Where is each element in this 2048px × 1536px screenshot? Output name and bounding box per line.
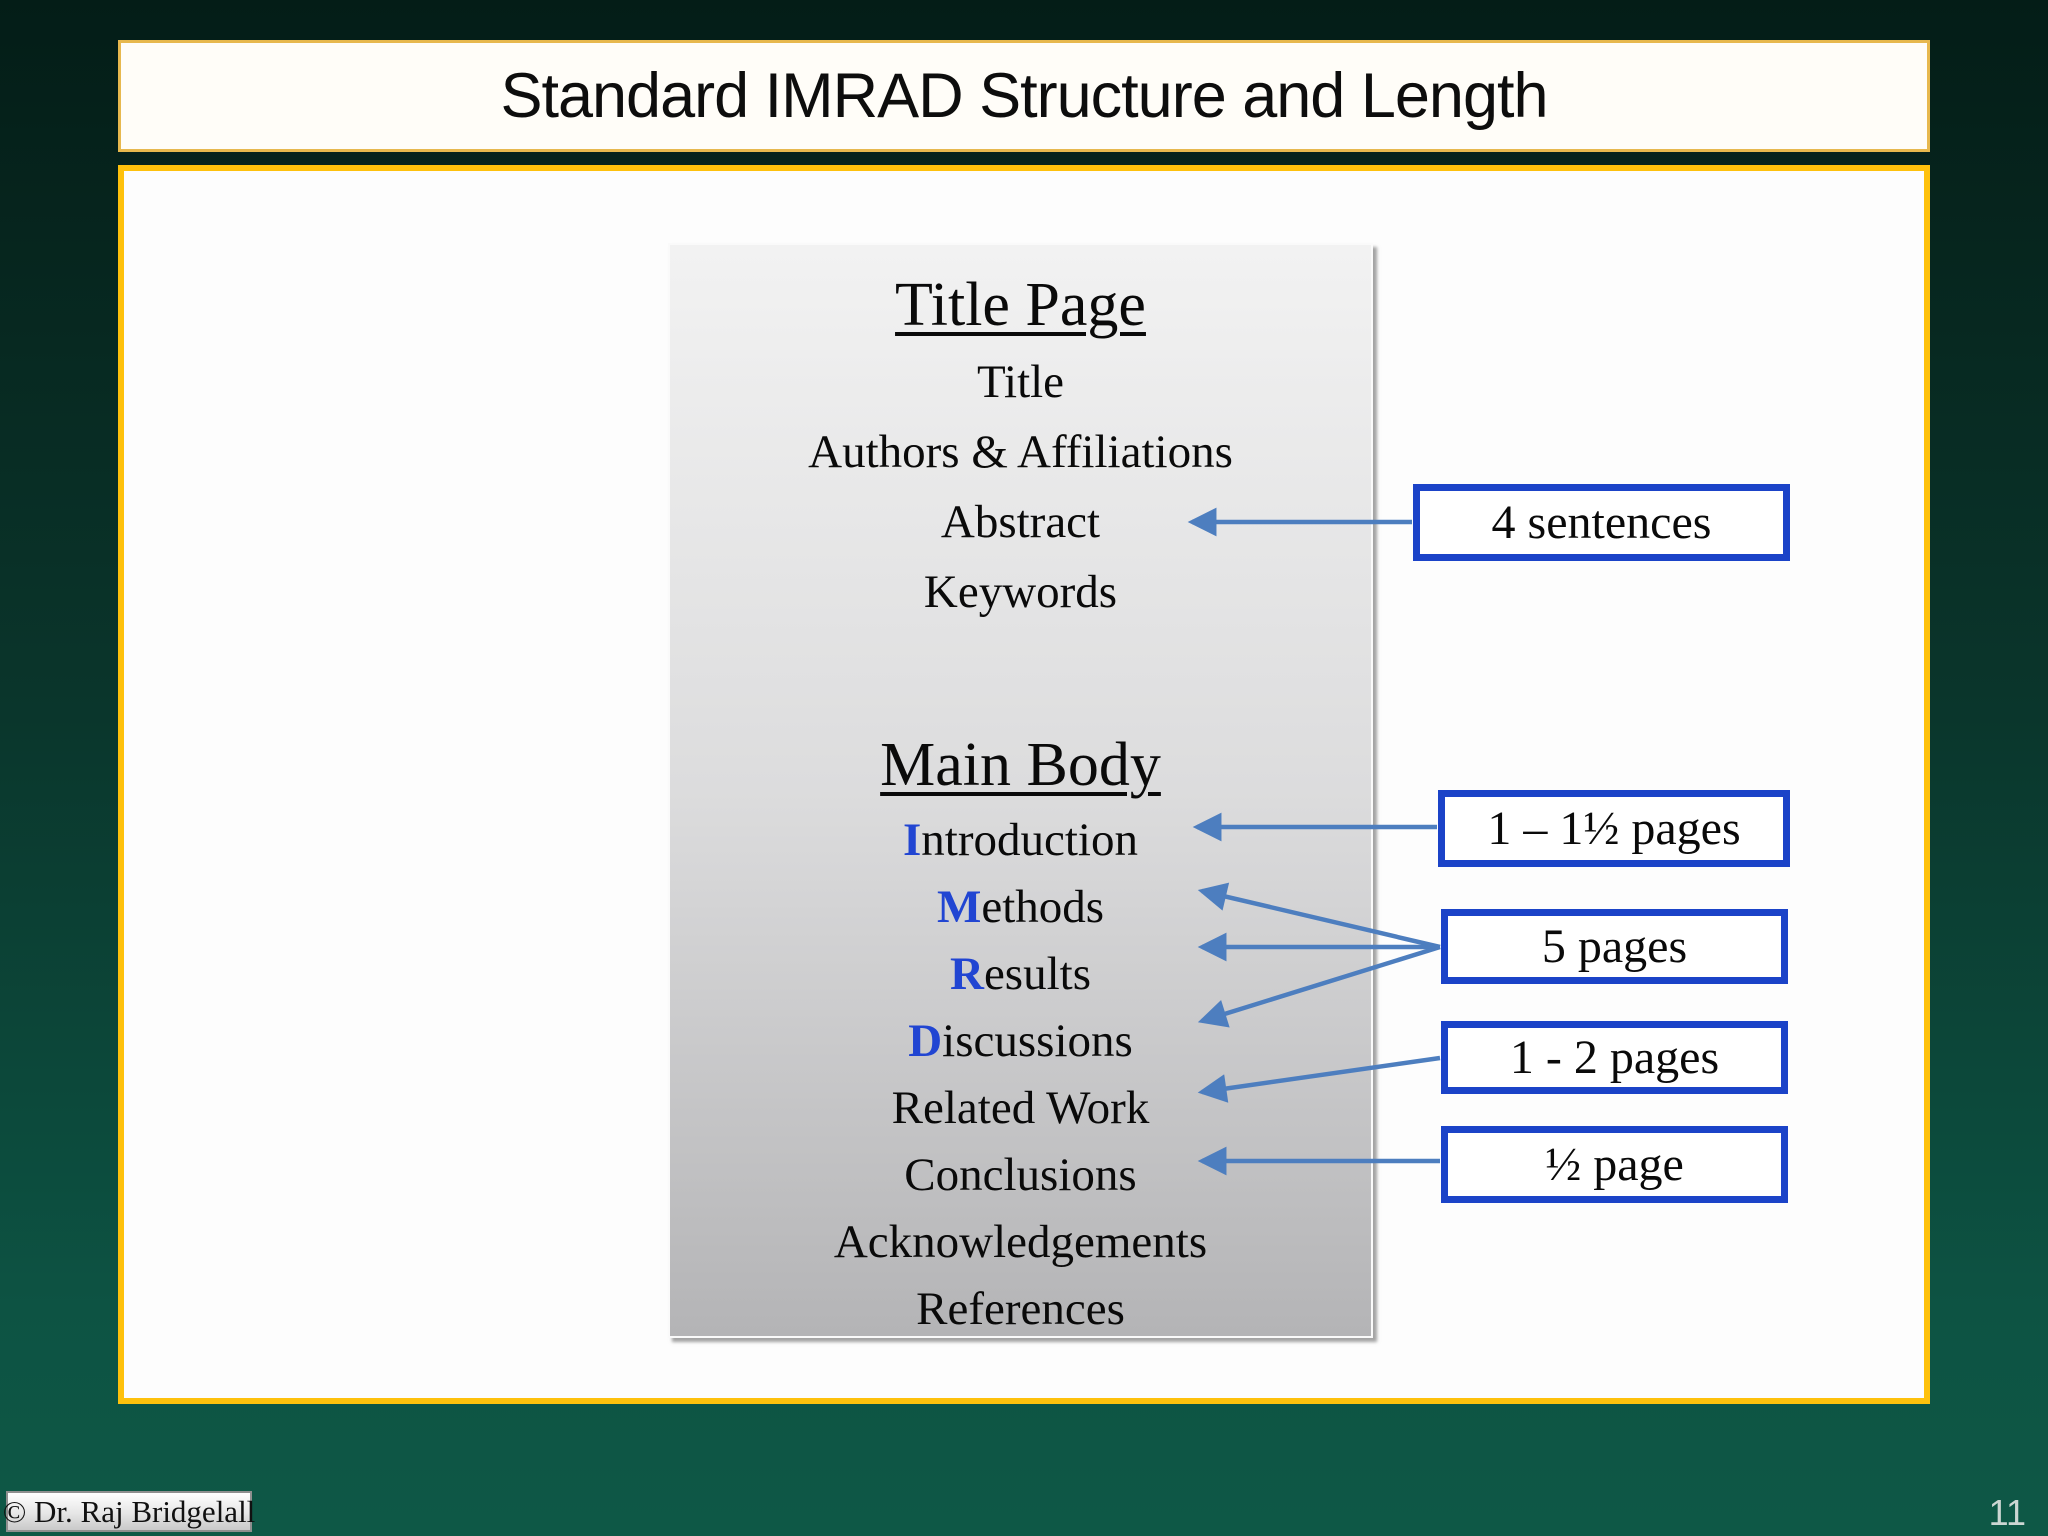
lead-letter-i: I bbox=[903, 814, 922, 866]
callout-1-to-2-pages: 1 - 2 pages bbox=[1441, 1021, 1788, 1094]
lead-letter-m: M bbox=[936, 881, 982, 933]
main-body-heading: Main Body bbox=[880, 731, 1161, 799]
body-item-methods: Methods bbox=[936, 881, 1105, 933]
lead-letter-r: R bbox=[949, 948, 984, 1000]
imrad-structure-box: Title Page Title Authors & Affiliations … bbox=[668, 243, 1373, 1338]
titlepage-item-title: Title bbox=[976, 356, 1065, 408]
body-item-references: References bbox=[916, 1283, 1125, 1335]
titlepage-item-authors-affiliations: Authors & Affiliations bbox=[808, 426, 1233, 478]
copyright-chip: © Dr. Raj Bridgelall bbox=[3, 1491, 255, 1532]
body-item-introduction: Introduction bbox=[903, 814, 1138, 866]
body-item-results: Results bbox=[949, 948, 1091, 1000]
titlepage-item-abstract: Abstract bbox=[940, 496, 1101, 548]
page-number: 11 bbox=[1988, 1492, 2026, 1533]
lead-letter-d: D bbox=[908, 1015, 943, 1067]
titlepage-item-keywords: Keywords bbox=[923, 566, 1118, 618]
title-page-heading: Title Page bbox=[895, 271, 1146, 339]
body-item-conclusions: Conclusions bbox=[904, 1149, 1137, 1201]
section-spacer bbox=[670, 627, 1371, 705]
body-item-related-work: Related Work bbox=[891, 1082, 1150, 1134]
slide-title-bar: Standard IMRAD Structure and Length bbox=[118, 40, 1930, 152]
callout-5-pages: 5 pages bbox=[1441, 909, 1788, 984]
slide-title: Standard IMRAD Structure and Length bbox=[500, 61, 1548, 131]
body-item-discussions: Discussions bbox=[908, 1015, 1133, 1067]
callout-half-page: ½ page bbox=[1441, 1126, 1788, 1203]
callout-1-to-1half-pages: 1 – 1½ pages bbox=[1438, 790, 1790, 867]
callout-4-sentences: 4 sentences bbox=[1413, 484, 1790, 561]
body-item-acknowledgements: Acknowledgements bbox=[833, 1216, 1208, 1268]
